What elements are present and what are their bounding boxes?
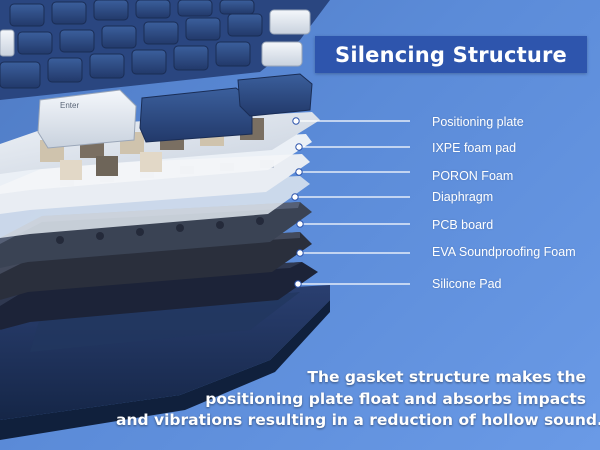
ctrl-key	[139, 73, 313, 143]
description-caption: The gasket structure makes the positioni…	[116, 367, 600, 432]
layer-label-eva-foam: EVA Soundproofing Foam	[432, 245, 576, 259]
caption-line-3: and vibrations resulting in a reduction …	[116, 411, 600, 429]
layer-label-silicone-pad: Silicone Pad	[432, 277, 502, 291]
callout-dots	[291, 117, 304, 288]
layer-label-diaphragm: Diaphragm	[432, 190, 494, 204]
title-banner: Silencing Structure	[315, 36, 587, 73]
layer-label-positioning-plate: Positioning plate	[432, 115, 524, 129]
layer-label-poron-foam: PORON Foam	[432, 169, 514, 183]
layer-label-ixpe-foam: IXPE foam pad	[432, 141, 517, 155]
enter-key: Enter	[37, 89, 137, 149]
enter-key-legend: Enter	[60, 101, 79, 110]
keycaps: Enter	[0, 0, 330, 149]
callout-lines	[295, 120, 410, 285]
page-title: Silencing Structure	[335, 42, 567, 67]
caption-line-2: positioning plate float and absorbs impa…	[205, 389, 586, 408]
caption-line-1: The gasket structure makes the	[307, 368, 586, 386]
layer-label-pcb-board: PCB board	[432, 218, 494, 232]
bottom-case	[0, 285, 330, 440]
